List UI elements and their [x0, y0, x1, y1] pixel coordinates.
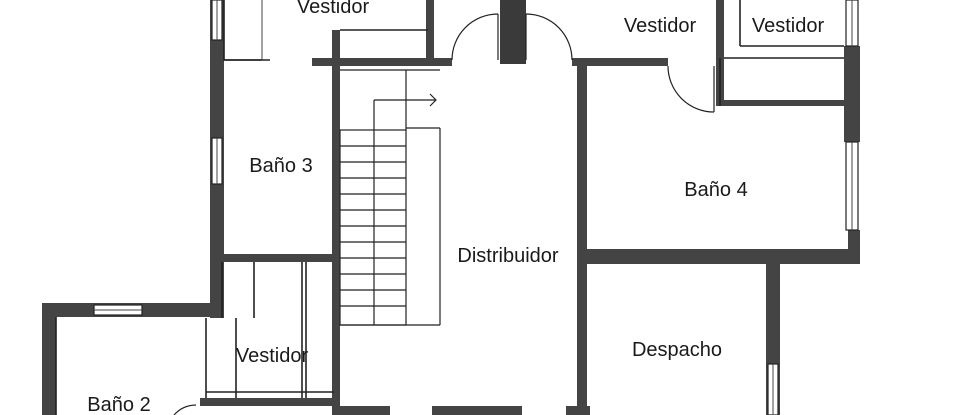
- windows: [93, 0, 859, 415]
- room-label-despacho: Despacho: [632, 339, 722, 361]
- room-label-bano-3: Baño 3: [249, 155, 312, 177]
- room-label-vestidor-top-center: Vestidor: [624, 15, 697, 37]
- room-label-vestidor-bottom: Vestidor: [236, 345, 309, 367]
- room-label-distribuidor: Distribuidor: [457, 245, 558, 267]
- room-labels: Vestidor Vestidor Vestidor Baño 3 Baño 4…: [87, 0, 824, 415]
- room-label-vestidor-top-left: Vestidor: [297, 0, 370, 18]
- room-label-vestidor-top-right: Vestidor: [752, 15, 825, 37]
- walls: [42, 0, 860, 415]
- room-label-bano-2: Baño 2: [87, 394, 150, 415]
- door-swings: [173, 13, 715, 415]
- partitions: [55, 0, 844, 415]
- room-label-bano-4: Baño 4: [684, 179, 747, 201]
- staircase: [339, 69, 441, 326]
